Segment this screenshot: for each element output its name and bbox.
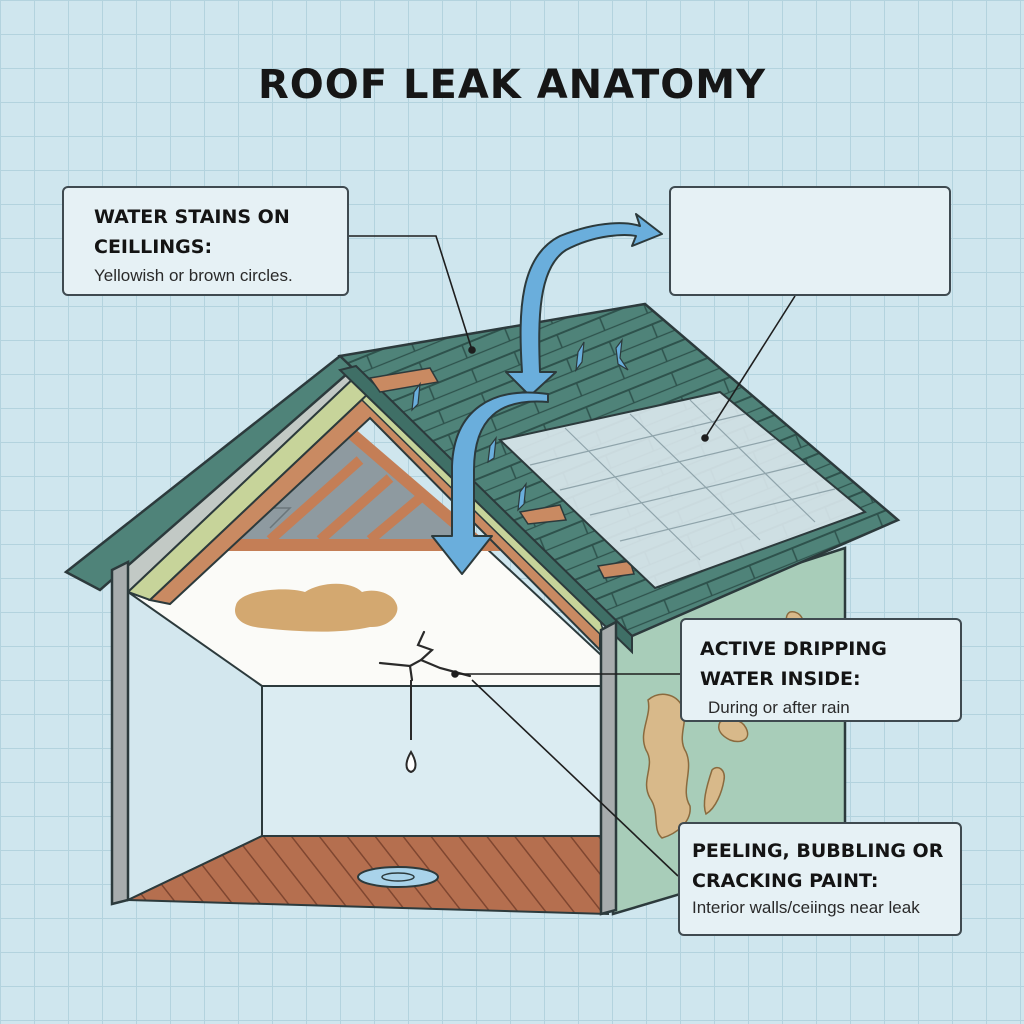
damaged-shingle-area <box>497 390 867 590</box>
callout-active-dripping: ACTIVE DRIPPING WATER INSIDE: During or … <box>680 618 962 722</box>
water-puddle-icon <box>357 866 439 888</box>
callout-active-dripping-heading: ACTIVE DRIPPING WATER INSIDE: <box>700 638 887 690</box>
leak-marks <box>411 337 629 512</box>
callout-leaders <box>349 235 796 877</box>
interior-room <box>127 582 602 902</box>
callout-water-stains: WATER STAINS ON CEILLINGS: Yellowish or … <box>62 186 349 296</box>
callout-water-stains-heading: WATER STAINS ON CEILLINGS: <box>94 206 290 258</box>
callout-water-stains-detail: Yellowish or brown circles. <box>94 266 293 285</box>
wall-frame <box>110 559 618 916</box>
exposed-decking <box>368 367 635 579</box>
callout-empty <box>669 186 951 296</box>
ceiling-water-stain <box>235 583 398 632</box>
callout-peeling-paint-heading: PEELING, BUBBLING OR CRACKING PAINT: <box>692 840 944 892</box>
water-arrow-icon <box>431 213 663 575</box>
callout-peeling-paint-detail: Interior walls/ceiings near leak <box>692 898 920 917</box>
raindrop-icon <box>405 680 417 774</box>
callout-active-dripping-detail: During or after rain <box>708 698 850 717</box>
callout-peeling-paint: PEELING, BUBBLING OR CRACKING PAINT: Int… <box>678 822 962 936</box>
diagram-title: ROOF LEAK ANATOMY <box>257 62 767 108</box>
